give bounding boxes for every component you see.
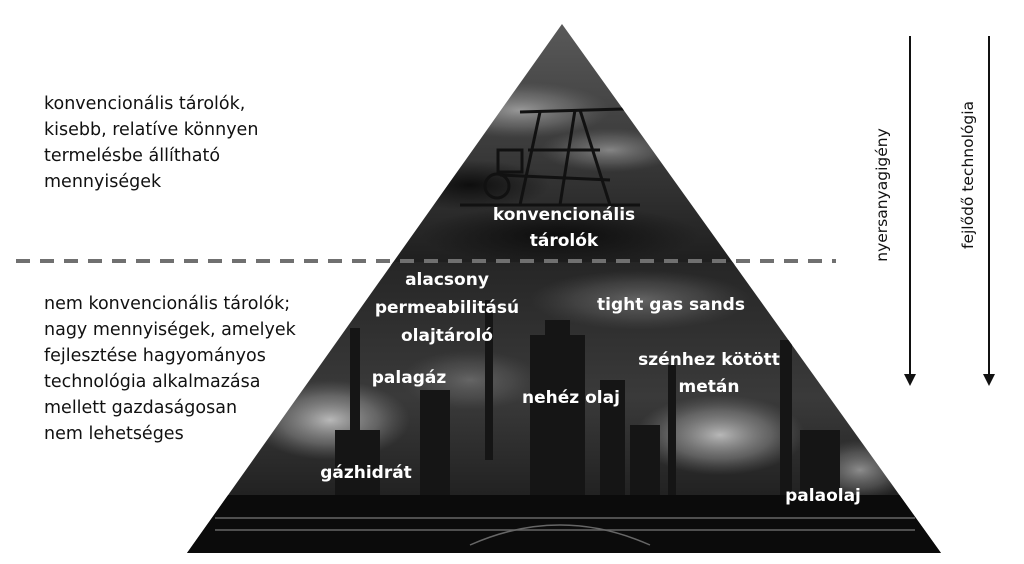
shale-oil-label: palaolaj [785,486,861,506]
low-perm-oil-label-line1: alacsony [405,270,489,290]
desc-line: kisebb, relatíve könnyen [44,120,259,140]
pyramid-photo-background [187,24,941,553]
gas-hydrate-label: gázhidrát [320,463,412,483]
arrow-head-icon [904,374,916,386]
unconventional-description: nem konvencionális tárolók; nagy mennyis… [44,291,296,447]
developing-technology-arrow [983,36,995,386]
desc-line: nagy mennyiségek, amelyek [44,320,296,340]
desc-line: termelésbe állítható [44,146,221,166]
desc-line: nem konvencionális tárolók; [44,294,291,314]
desc-line: nem lehetséges [44,424,184,444]
refinery-illustration [335,300,840,525]
arrow-head-icon [983,374,995,386]
low-perm-oil-label-line2: permeabilitású [375,298,519,318]
tight-gas-label: tight gas sands [597,295,745,315]
heavy-oil-label: nehéz olaj [522,388,620,408]
conventional-label-line2: tárolók [530,231,599,251]
desc-line: mellett gazdaságosan [44,398,238,418]
desc-line: konvencionális tárolók, [44,94,246,114]
shale-gas-label: palagáz [372,368,447,388]
coalbed-methane-label-line2: metán [679,377,740,397]
desc-line: technológia alkalmazása [44,372,261,392]
conventional-label-line1: konvencionális [493,205,635,225]
desc-line: mennyiségek [44,172,162,192]
desc-line: fejlesztése hagyományos [44,346,266,366]
coalbed-methane-label-line1: szénhez kötött [638,350,780,370]
conventional-description: konvencionális tárolók, kisebb, relatíve… [44,91,258,195]
resource-demand-label: nyersanyagigény [873,128,891,262]
developing-technology-label: fejlődő technológia [959,101,977,249]
resource-demand-arrow [904,36,916,386]
low-perm-oil-label-line3: olajtároló [401,326,493,346]
